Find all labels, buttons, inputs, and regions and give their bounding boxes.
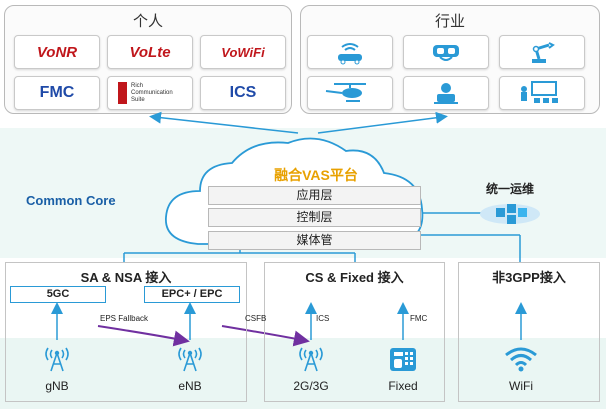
unified-ops-icon — [480, 204, 540, 224]
media-layer: 媒体管 — [208, 231, 421, 250]
platform-title: 融合VAS平台 — [274, 167, 358, 183]
access-node-band — [0, 338, 606, 409]
fmc-logo-icon: FMC — [39, 84, 75, 101]
classroom-tile[interactable] — [499, 76, 585, 110]
csfb-label: CSFB — [245, 314, 267, 323]
classroom-icon — [521, 81, 558, 103]
unified-ops-label: 统一运维 — [486, 182, 535, 196]
fmc-tile[interactable]: FMC — [14, 76, 100, 110]
ics-tile[interactable]: ICS — [200, 76, 286, 110]
helicopter-icon — [325, 83, 366, 102]
control-layer: 控制层 — [208, 208, 421, 227]
volte-tile[interactable]: VoLte — [107, 35, 193, 69]
vonr-logo-icon: VoNR — [36, 43, 78, 61]
train-operator-tile[interactable] — [403, 76, 489, 110]
common-core-label: Common Core — [26, 193, 116, 208]
robot-arm-tile[interactable] — [499, 35, 585, 69]
vehicle-connectivity-icon — [338, 43, 362, 65]
sa-nsa-access-section: SA & NSA 接入 — [5, 262, 247, 402]
rcs-logo-icon — [118, 82, 127, 104]
vowifi-tile[interactable]: VoWiFi — [200, 35, 286, 69]
ics-label: ICS — [316, 314, 330, 323]
non3gpp-title: 非3GPP接入 — [492, 270, 566, 285]
vehicle-connectivity-tile[interactable] — [307, 35, 393, 69]
fixed-label: Fixed — [388, 379, 418, 393]
wifi-label: WiFi — [509, 379, 533, 393]
enb-tower-icon — [178, 347, 202, 372]
vr-headset-icon — [433, 45, 459, 61]
sa-nsa-title: SA & NSA 接入 — [80, 270, 172, 285]
cs-fixed-title: CS & Fixed 接入 — [305, 270, 404, 285]
2g3g-label: 2G/3G — [293, 379, 329, 393]
rcs-tile[interactable]: Rich Communication Suite — [107, 76, 193, 110]
cs-fixed-access-section: CS & Fixed 接入 — [264, 262, 445, 402]
fixed-phone-icon — [390, 348, 416, 371]
5gc-box: 5GC — [10, 286, 106, 303]
robot-arm-icon — [532, 42, 555, 63]
2g3g-tower-icon — [299, 347, 323, 372]
vonr-tile[interactable]: VoNR — [14, 35, 100, 69]
fmc-label: FMC — [410, 314, 428, 323]
gnb-tower-icon — [45, 347, 69, 372]
enb-label: eNB — [178, 379, 202, 393]
application-layer: 应用层 — [208, 186, 421, 205]
eps-fallback-label: EPS Fallback — [100, 314, 149, 323]
helicopter-tile[interactable] — [307, 76, 393, 110]
ics-logo-icon: ICS — [229, 84, 257, 101]
non3gpp-access-section: 非3GPP接入 — [458, 262, 600, 402]
train-operator-icon — [434, 83, 458, 104]
volte-logo-icon: VoLte — [129, 43, 171, 61]
personal-panel-title: 个人 — [132, 13, 163, 30]
wifi-icon — [505, 347, 537, 372]
industry-panel-title: 行业 — [434, 13, 465, 30]
vowifi-logo-icon: VoWiFi — [221, 44, 265, 60]
vr-headset-tile[interactable] — [403, 35, 489, 69]
gnb-label: gNB — [45, 379, 69, 393]
rcs-logo-text: Rich Communication Suite — [131, 82, 173, 103]
epc-box: EPC+ / EPC — [144, 286, 240, 303]
